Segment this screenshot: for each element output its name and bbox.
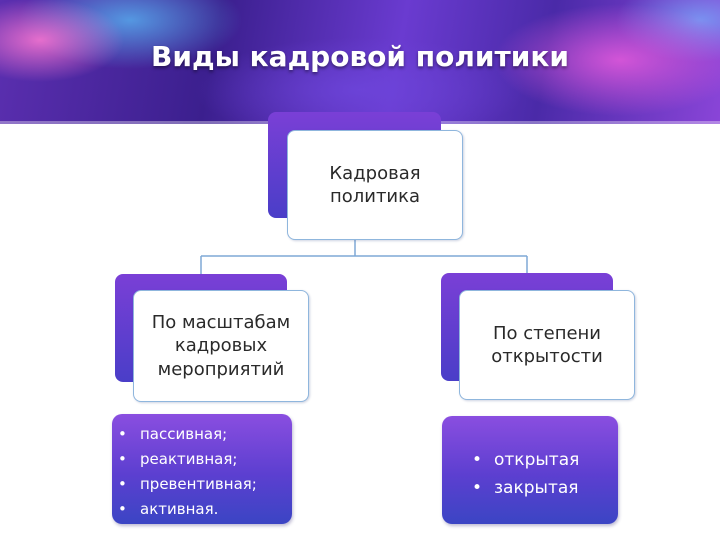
list-item: активная. — [118, 497, 257, 522]
branch-left-node: По масштабам кадровых мероприятий — [133, 290, 309, 402]
root-node-line-1: Кадровая — [329, 162, 421, 184]
branch-right-list: открытая закрытая — [442, 416, 618, 524]
list-item: реактивная; — [118, 447, 257, 472]
branch-left-line-3: мероприятий — [157, 358, 285, 380]
list-item: пассивная; — [118, 422, 257, 447]
root-node-line-2: политика — [329, 186, 421, 207]
list-item: превентивная; — [118, 472, 257, 497]
list-item: открытая — [472, 446, 579, 474]
branch-right-node: По степени открытости — [459, 290, 635, 400]
root-node: Кадровая политика — [287, 130, 463, 240]
branch-left-list: пассивная; реактивная; превентивная; акт… — [112, 414, 292, 524]
branch-left-line-1: По масштабам — [151, 311, 291, 333]
branch-left-line-2: кадровых — [174, 335, 268, 357]
branch-right-line-1: По степени — [492, 322, 602, 344]
list-item: закрытая — [472, 474, 579, 502]
slide-title: Виды кадровой политики — [151, 40, 569, 73]
branch-right-line-2: открытости — [491, 346, 603, 367]
